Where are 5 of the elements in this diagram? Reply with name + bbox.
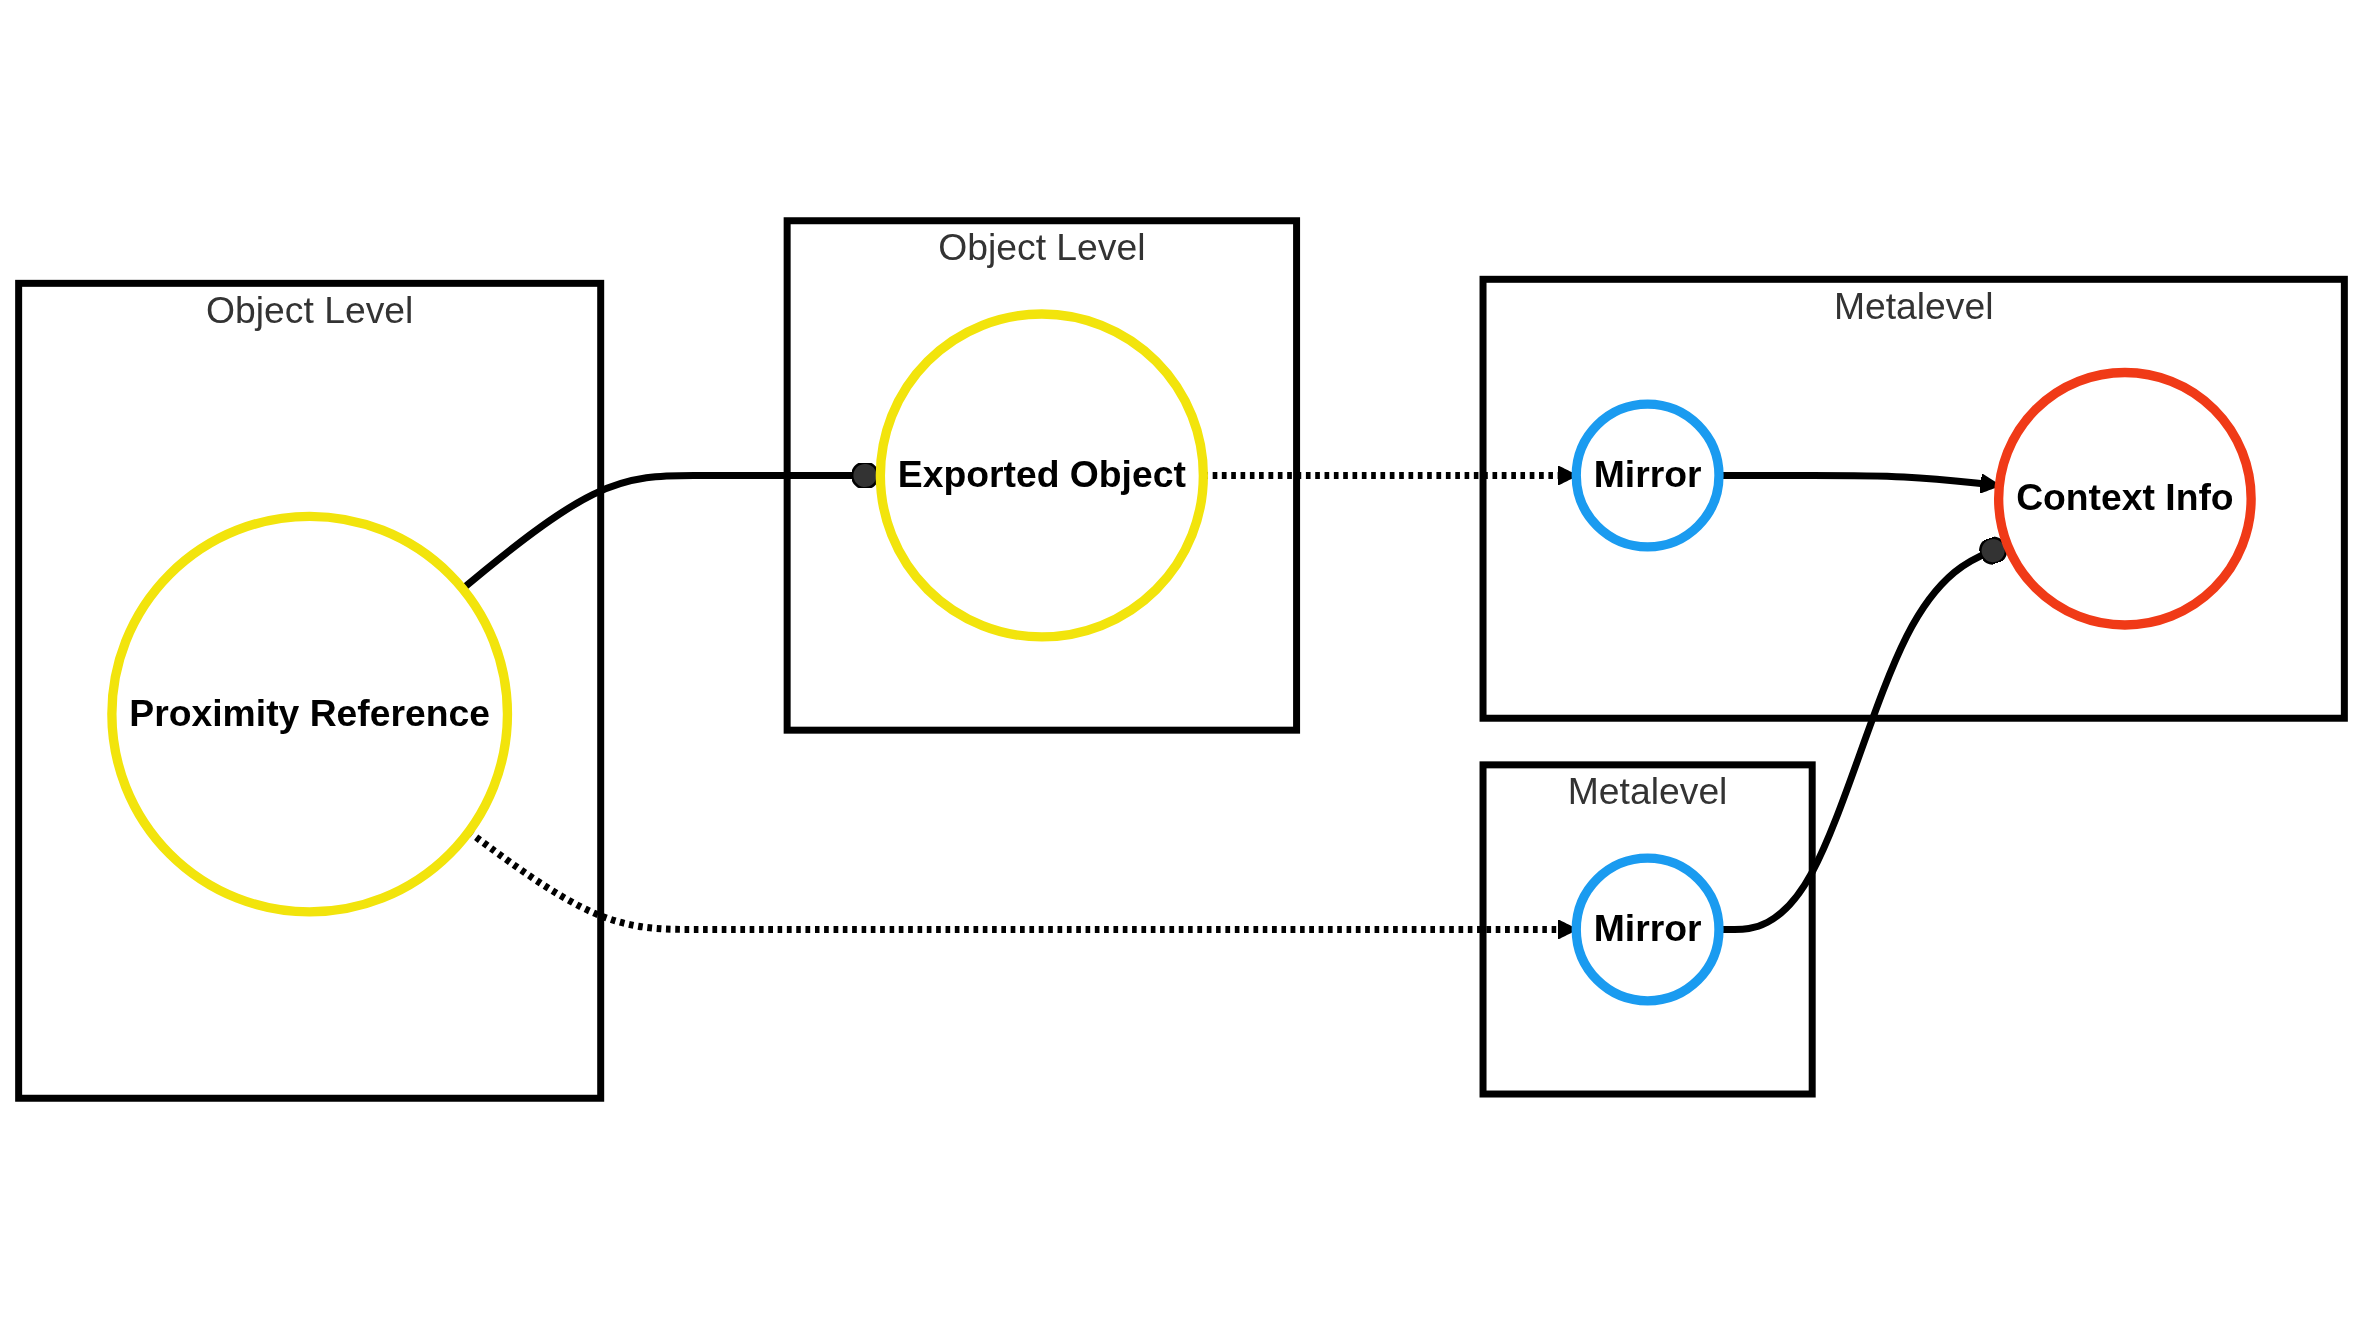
- node-circle: Proximity Reference: [107, 511, 513, 917]
- node-circle: Context Info: [1994, 367, 2256, 630]
- node-circle: Mirror: [1571, 853, 1724, 1006]
- node-circle: Mirror: [1571, 399, 1724, 552]
- node-circle: Exported Object: [875, 309, 1208, 642]
